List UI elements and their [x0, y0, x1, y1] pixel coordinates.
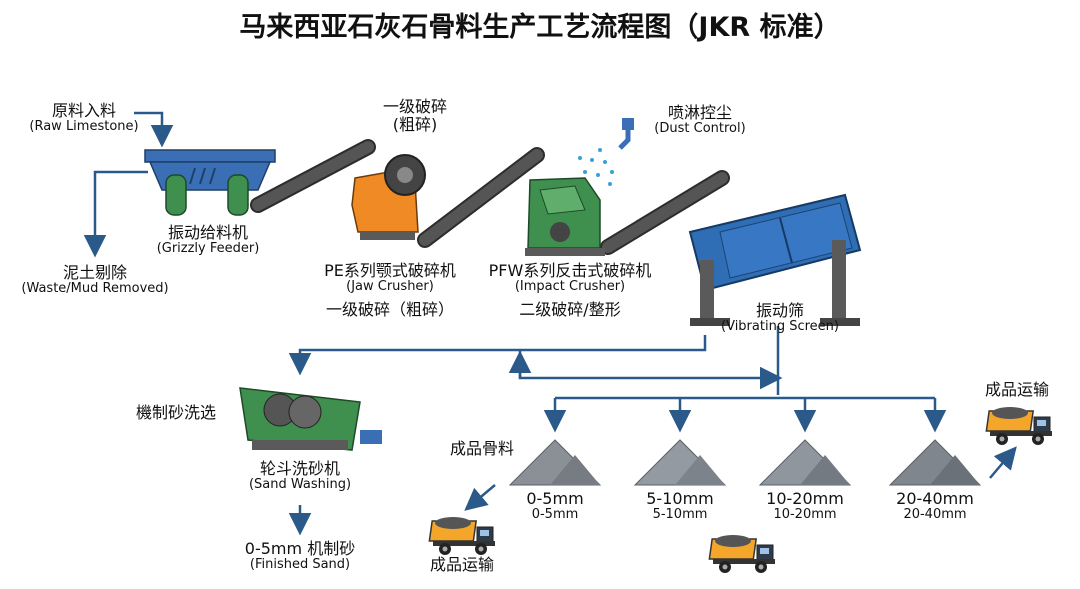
- grizzly-feeder-label: 振动给料机 (Grizzly Feeder): [148, 223, 268, 257]
- sand-washing-label: 轮斗洗砂机 (Sand Washing): [240, 459, 360, 493]
- impact-crusher-label: PFW系列反击式破碎机 (Impact Crusher) 二级破碎/整形: [470, 261, 670, 320]
- pile-label-1: 5-10mm 5-10mm: [640, 489, 720, 523]
- grizzly-feeder-en: (Grizzly Feeder): [156, 241, 260, 257]
- grizzly-feeder-cn: 振动给料机: [167, 223, 248, 242]
- pile-0-label: 0-5mm: [526, 489, 584, 508]
- sand-washer-icon: [239, 387, 382, 451]
- pile-3-label: 20-40mm: [896, 489, 974, 508]
- dust-control-label: 喷淋控尘 (Dust Control): [645, 103, 755, 137]
- raw-material-en: (Raw Limestone): [29, 119, 139, 135]
- waste-cn: 泥土剔除: [62, 263, 127, 282]
- vibrating-screen-cn: 振动筛: [755, 301, 804, 320]
- jaw-crusher-en: (Jaw Crusher): [346, 279, 434, 295]
- raw-feed-arrow: [134, 111, 174, 148]
- impact-crusher-en: (Impact Crusher): [514, 279, 626, 295]
- truck-left-icon: [428, 516, 496, 556]
- finished-sand-en: (Finished Sand): [249, 557, 351, 573]
- products-label: 成品骨料: [450, 439, 515, 458]
- waste-label: 泥土剔除 (Waste/Mud Removed): [10, 263, 180, 297]
- pile-1-sub: 5-10mm: [652, 507, 708, 523]
- jaw-crusher-icon: [351, 154, 426, 240]
- finished-sand-label: 0-5mm 机制砂 (Finished Sand): [240, 539, 360, 573]
- transport-right-label: 成品运输: [985, 380, 1050, 399]
- transport-left-label: 成品运输: [430, 555, 495, 574]
- impact-crusher-icon: [525, 177, 605, 256]
- grizzly-feeder-icon: [144, 149, 276, 216]
- primary-crushing-top-sub: (粗碎): [392, 115, 438, 135]
- sand-washing-cn: 轮斗洗砂机: [259, 459, 340, 478]
- pile-3-sub: 20-40mm: [903, 507, 967, 523]
- vibrating-screen-label: 振动筛 (Vibrating Screen): [715, 301, 845, 335]
- conveyor-2: [417, 147, 545, 248]
- pile-5-10mm-icon: [633, 439, 727, 486]
- pile-2-sub: 10-20mm: [773, 507, 837, 523]
- pile-2-label: 10-20mm: [766, 489, 844, 508]
- pile-0-sub: 0-5mm: [531, 507, 579, 523]
- vibrating-screen-icon: [688, 193, 862, 326]
- truck-center-icon: [708, 534, 776, 574]
- raw-material-label: 原料入料 (Raw Limestone): [24, 101, 144, 135]
- dust-control-en: (Dust Control): [654, 121, 746, 137]
- waste-arrow: [83, 170, 148, 258]
- finished-sand-cn: 0-5mm 机制砂: [244, 539, 356, 558]
- pile-10-20mm-icon: [758, 439, 852, 486]
- impact-crusher-stage: 二级破碎/整形: [519, 300, 621, 320]
- primary-crushing-top-label: 一级破碎 (粗碎): [365, 97, 465, 135]
- raw-material-cn: 原料入料: [51, 101, 116, 120]
- jaw-crusher-stage: 一级破碎（粗碎）: [325, 300, 454, 320]
- dust-control-icon: [578, 118, 634, 186]
- pile-label-3: 20-40mm 20-40mm: [893, 489, 977, 523]
- manufactured-sand-label: 機制砂洗选: [136, 403, 217, 422]
- impact-crusher-cn: PFW系列反击式破碎机: [488, 261, 652, 280]
- conveyor-1: [250, 139, 376, 213]
- jaw-crusher-label: PE系列颚式破碎机 (Jaw Crusher) 一级破碎（粗碎）: [310, 261, 470, 320]
- vibrating-screen-en: (Vibrating Screen): [721, 319, 839, 335]
- page-title: 马来西亚石灰石骨料生产工艺流程图（JKR 标准）: [239, 12, 841, 43]
- primary-crushing-top-cn: 一级破碎: [382, 97, 447, 116]
- pile-20-40mm-icon: [888, 439, 982, 486]
- pile-label-2: 10-20mm 10-20mm: [765, 489, 845, 523]
- conveyor-3: [600, 170, 730, 255]
- dust-control-cn: 喷淋控尘: [667, 103, 732, 122]
- jaw-crusher-cn: PE系列颚式破碎机: [324, 261, 456, 280]
- distribution-arrows: [288, 326, 1017, 536]
- sand-washing-en: (Sand Washing): [248, 477, 352, 493]
- pile-0-5mm-icon: [508, 439, 602, 486]
- pile-1-label: 5-10mm: [646, 489, 714, 508]
- waste-en: (Waste/Mud Removed): [21, 281, 169, 297]
- pile-label-0: 0-5mm 0-5mm: [515, 489, 595, 523]
- truck-right-icon: [985, 406, 1053, 446]
